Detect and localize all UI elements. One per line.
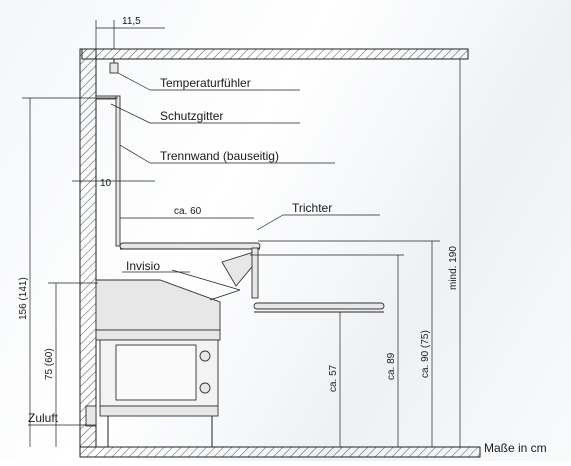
label-guard: Schutzgitter <box>160 109 223 123</box>
dim-height-mid: ca. 89 <box>386 352 397 380</box>
partition-wall <box>115 95 121 247</box>
dim-top-offset: 11,5 <box>122 16 141 27</box>
dim-partition-gap: 10 <box>100 178 112 189</box>
lower-bench <box>253 302 385 313</box>
label-sensor: Temperaturfühler <box>160 76 251 90</box>
label-funnel: Trichter <box>292 201 332 215</box>
ceiling <box>81 48 469 60</box>
units-note: Maße in cm <box>484 441 547 455</box>
dim-ceiling-min: mind. 190 <box>448 246 459 290</box>
label-partition: Trennwand (bauseitig) <box>160 149 279 163</box>
funnel <box>221 247 259 299</box>
dim-height-lower-bench: ca. 57 <box>328 364 339 392</box>
dim-height-stove: 75 (60) <box>44 348 55 380</box>
left-wall <box>79 48 97 448</box>
upper-bench <box>119 242 261 250</box>
air-inlet <box>85 405 97 427</box>
floor <box>79 446 481 458</box>
label-air-inlet: Zuluft <box>28 411 59 425</box>
dim-height-total: 156 (141) <box>18 277 29 320</box>
label-stove: Invisio <box>126 259 160 273</box>
dim-bench-depth: ca. 60 <box>174 206 202 217</box>
dim-height-upper-bench: ca. 90 (75) <box>420 330 431 378</box>
stove <box>95 279 221 447</box>
guard <box>95 95 119 100</box>
temperature-sensor <box>109 59 119 74</box>
